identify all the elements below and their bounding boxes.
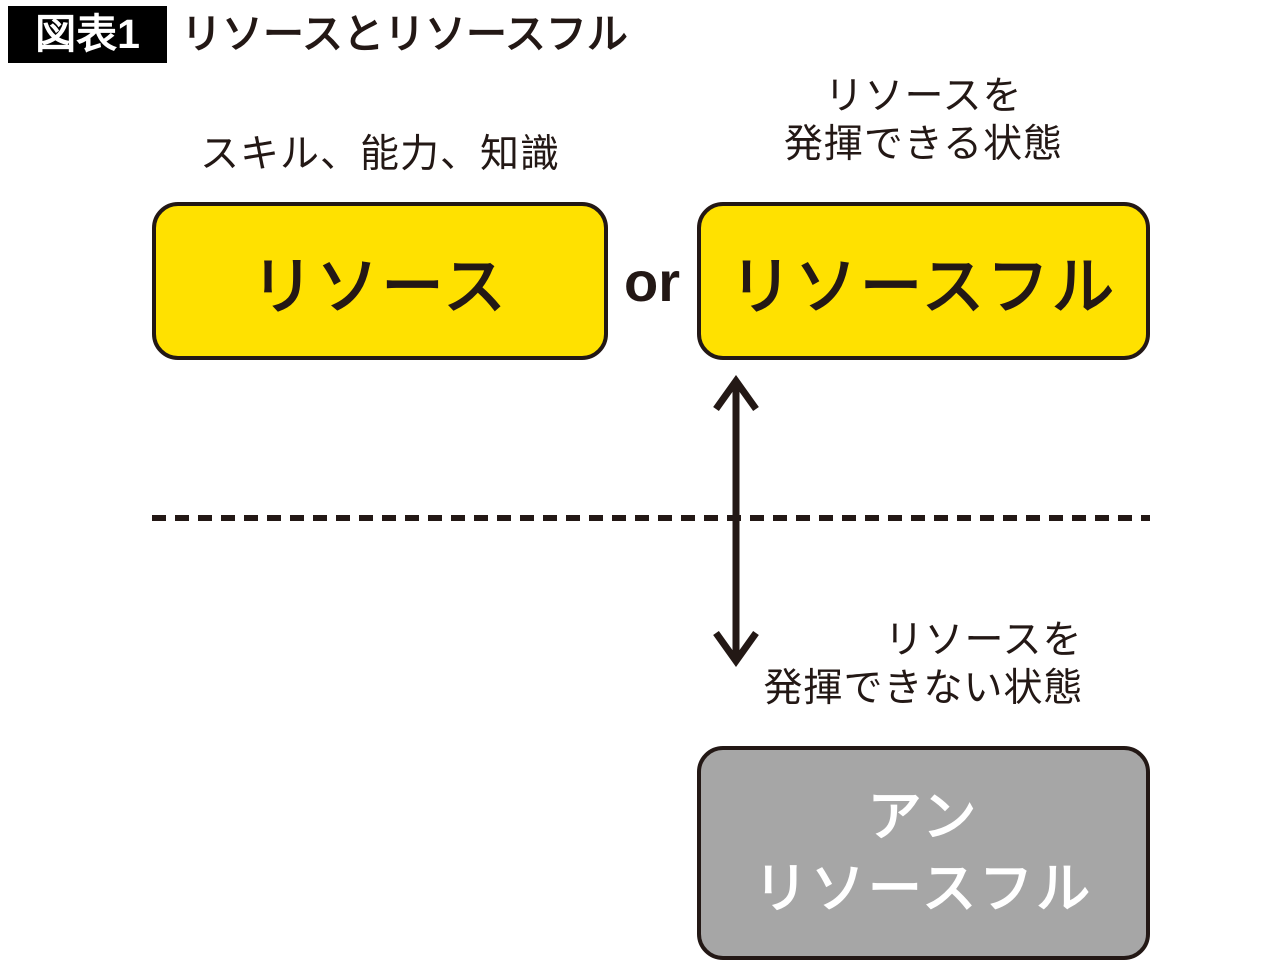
double-headed-arrow-icon [713, 375, 759, 667]
caption-resourceful-line-2: 発揮できる状態 [783, 123, 1064, 166]
dashed-divider-line [152, 515, 1150, 521]
caption-unresourceful: リソースを 発揮できない状態 [697, 617, 1150, 713]
box-unresourceful-label-1: アン [867, 787, 980, 847]
box-resource[interactable]: リソース [152, 202, 608, 360]
box-resource-label: リソース [251, 253, 509, 322]
box-resourceful[interactable]: リソースフル [697, 202, 1150, 360]
caption-resourceful: リソースを 発揮できる状態 [697, 73, 1150, 169]
caption-unresourceful-line-1: リソースを [884, 619, 1083, 662]
caption-resourceful-line-1: リソースを [824, 75, 1023, 118]
caption-skills: スキル、能力、知識 [152, 131, 608, 179]
box-unresourceful[interactable]: アン リソースフル [697, 746, 1150, 960]
figure-number-badge: 図表1 [8, 6, 167, 63]
or-connector-label: or [624, 250, 680, 313]
box-resourceful-label: リソースフル [730, 253, 1117, 322]
caption-skills-line: スキル、能力、知識 [199, 133, 560, 176]
box-unresourceful-label-2: リソースフル [753, 859, 1094, 919]
page-title: リソースとリソースフル [181, 11, 628, 57]
caption-unresourceful-line-2: 発揮できない状態 [763, 667, 1084, 710]
